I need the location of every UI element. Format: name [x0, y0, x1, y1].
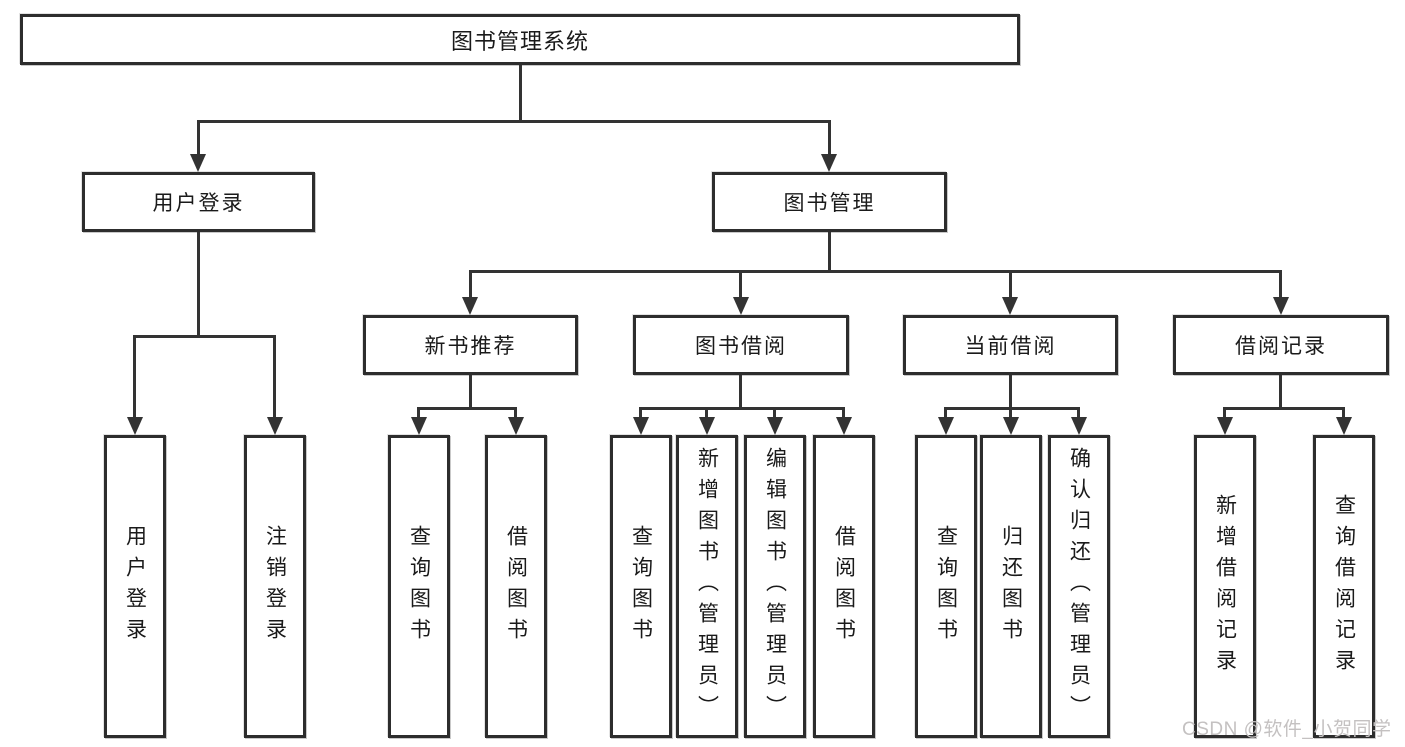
connector-records-drop-2: [1342, 407, 1345, 419]
connector-root-stem: [519, 65, 522, 120]
connector-current-drop-3: [1077, 407, 1080, 419]
arrow-down-icon: [938, 417, 954, 435]
leaf-add-borrow-record: 新增借阅记录: [1194, 435, 1256, 738]
connector-records-drop-1: [1223, 407, 1226, 419]
leaf-borrow-query-books: 查询图书: [610, 435, 672, 738]
arrow-down-icon: [633, 417, 649, 435]
arrow-down-icon: [267, 417, 283, 435]
csdn-watermark: CSDN @软件_小贺同学: [1182, 719, 1392, 740]
leaf-query-borrow-record-label: 查询借阅记录: [1332, 493, 1356, 680]
leaf-rec-query-books-label: 查询图书: [407, 524, 431, 649]
connector-borrow-drop-1: [639, 407, 642, 419]
connector-mgmt-bar: [469, 270, 1282, 273]
arrow-down-icon: [1003, 417, 1019, 435]
connector-mgmt-stem: [828, 232, 831, 270]
arrow-down-icon: [1002, 297, 1018, 315]
node-book-borrow: 图书借阅: [633, 315, 849, 375]
leaf-confirm-return-admin-label: 确认归还（管理员）: [1067, 447, 1091, 726]
connector-login-drop-1: [133, 335, 136, 419]
leaf-borrow-books: 借阅图书: [813, 435, 875, 738]
leaf-return-books-label: 归还图书: [999, 524, 1023, 649]
arrow-down-icon: [127, 417, 143, 435]
leaf-current-query-books: 查询图书: [915, 435, 977, 738]
connector-rec-bar: [417, 407, 517, 410]
leaf-current-query-books-label: 查询图书: [934, 524, 958, 649]
connector-rec-drop-2: [514, 407, 517, 419]
connector-login-stem: [197, 232, 200, 335]
node-new-book-recommend: 新书推荐: [363, 315, 578, 375]
node-book-management-label: 图书管理: [783, 192, 876, 215]
arrow-down-icon: [767, 417, 783, 435]
node-new-book-recommend-label: 新书推荐: [424, 335, 517, 358]
connector-root-bar: [197, 120, 831, 123]
leaf-add-borrow-record-label: 新增借阅记录: [1213, 493, 1237, 680]
connector-current-drop-2: [1009, 407, 1012, 419]
arrow-down-icon: [508, 417, 524, 435]
arrow-down-icon: [190, 154, 206, 172]
connector-records-bar: [1223, 407, 1345, 410]
connector-current-bar: [944, 407, 1080, 410]
connector-mgmt-drop-4: [1279, 270, 1282, 299]
leaf-rec-borrow-books: 借阅图书: [485, 435, 547, 738]
leaf-user-login: 用户登录: [104, 435, 166, 738]
leaf-rec-borrow-books-label: 借阅图书: [504, 524, 528, 649]
node-borrow-records: 借阅记录: [1173, 315, 1389, 375]
node-user-login-label: 用户登录: [152, 192, 245, 215]
leaf-rec-query-books: 查询图书: [388, 435, 450, 738]
arrow-down-icon: [733, 297, 749, 315]
leaf-add-books-admin: 新增图书（管理员）: [676, 435, 738, 738]
node-library-system: 图书管理系统: [20, 14, 1020, 65]
arrow-down-icon: [1336, 417, 1352, 435]
arrow-down-icon: [1217, 417, 1233, 435]
arrow-down-icon: [1273, 297, 1289, 315]
connector-mgmt-drop-1: [469, 270, 472, 299]
arrow-down-icon: [462, 297, 478, 315]
connector-records-stem: [1279, 375, 1282, 407]
leaf-query-borrow-record: 查询借阅记录: [1313, 435, 1375, 738]
connector-borrow-drop-3: [773, 407, 776, 419]
leaf-edit-books-admin-label: 编辑图书（管理员）: [763, 447, 787, 726]
connector-borrow-drop-2: [705, 407, 708, 419]
node-library-system-label: 图书管理系统: [450, 28, 589, 54]
leaf-confirm-return-admin: 确认归还（管理员）: [1048, 435, 1110, 738]
leaf-return-books: 归还图书: [980, 435, 1042, 738]
arrow-down-icon: [1071, 417, 1087, 435]
node-book-management: 图书管理: [712, 172, 947, 232]
connector-root-drop-right: [828, 120, 831, 156]
leaf-borrow-query-books-label: 查询图书: [629, 524, 653, 649]
connector-root-drop-left: [197, 120, 200, 156]
leaf-user-login-label: 用户登录: [123, 524, 147, 649]
connector-login-bar: [133, 335, 275, 338]
arrow-down-icon: [836, 417, 852, 435]
connector-rec-stem: [469, 375, 472, 407]
connector-current-stem: [1009, 375, 1012, 407]
leaf-logout: 注销登录: [244, 435, 306, 738]
arrow-down-icon: [821, 154, 837, 172]
arrow-down-icon: [411, 417, 427, 435]
node-user-login: 用户登录: [82, 172, 315, 232]
connector-rec-drop-1: [417, 407, 420, 419]
node-current-borrow: 当前借阅: [903, 315, 1118, 375]
leaf-edit-books-admin: 编辑图书（管理员）: [744, 435, 806, 738]
leaf-logout-label: 注销登录: [263, 524, 287, 649]
connector-borrow-bar: [639, 407, 845, 410]
leaf-add-books-admin-label: 新增图书（管理员）: [695, 447, 719, 726]
connector-borrow-drop-4: [842, 407, 845, 419]
node-borrow-records-label: 借阅记录: [1235, 335, 1327, 358]
node-current-borrow-label: 当前借阅: [964, 335, 1057, 358]
leaf-borrow-books-label: 借阅图书: [832, 524, 856, 649]
connector-mgmt-drop-3: [1009, 270, 1012, 299]
connector-login-drop-2: [273, 335, 276, 419]
node-book-borrow-label: 图书借阅: [695, 335, 787, 358]
arrow-down-icon: [699, 417, 715, 435]
connector-borrow-stem: [739, 375, 742, 407]
connector-current-drop-1: [944, 407, 947, 419]
connector-mgmt-drop-2: [739, 270, 742, 299]
